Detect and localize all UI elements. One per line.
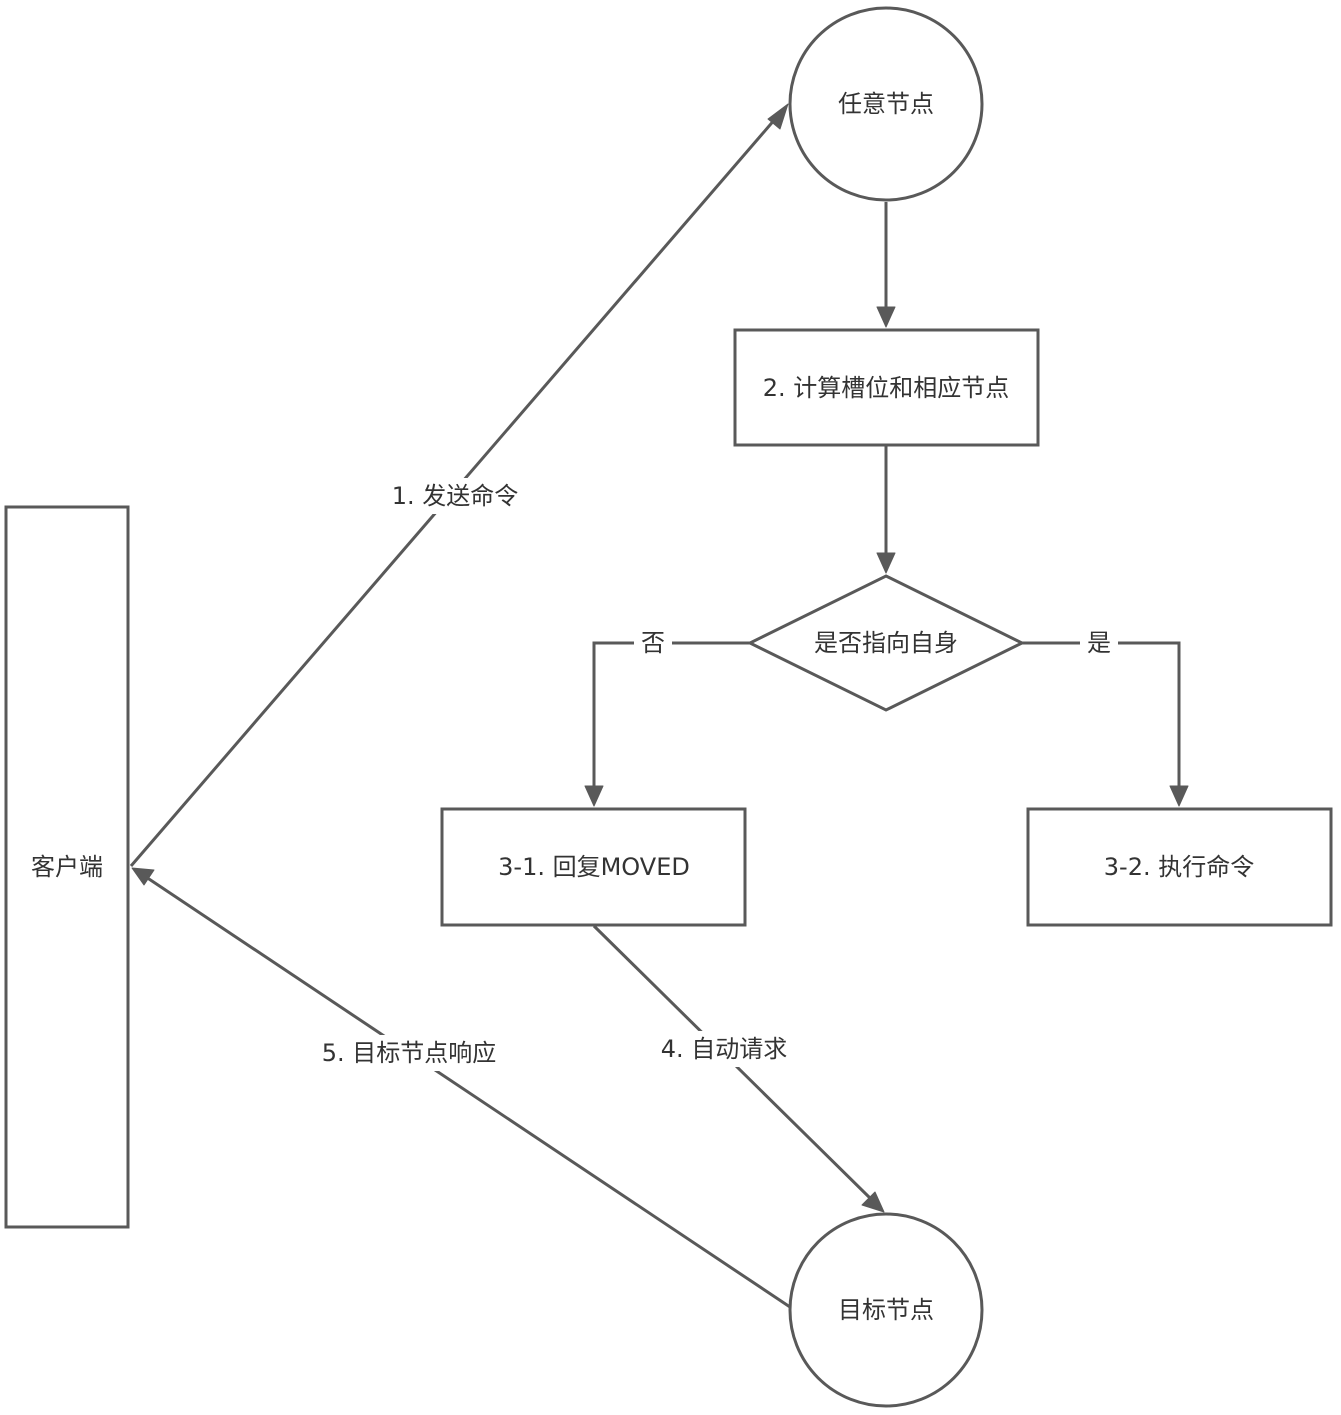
- reply-moved-node: 3-1. 回复MOVED: [440, 807, 747, 927]
- svg-text:任意节点: 任意节点: [838, 90, 934, 118]
- svg-text:目标节点: 目标节点: [838, 1296, 934, 1324]
- label-no: 否: [634, 626, 672, 660]
- edge-auto-request: [592, 924, 885, 1213]
- label-target-response: 5. 目标节点响应: [306, 1035, 512, 1071]
- svg-text:客户端: 客户端: [31, 853, 103, 881]
- arrowhead-icon: [876, 552, 896, 574]
- arrowhead-icon: [584, 785, 604, 807]
- arrowhead-icon: [131, 867, 155, 886]
- arrowhead-icon: [861, 1191, 885, 1213]
- svg-text:1. 发送命令: 1. 发送命令: [392, 482, 519, 510]
- execute-command-node: 3-2. 执行命令: [1026, 807, 1333, 927]
- decision-node: 是否指向自身: [746, 574, 1026, 712]
- label-yes: 是: [1080, 626, 1118, 660]
- edge-node-to-compute: [876, 202, 896, 328]
- label-send-command: 1. 发送命令: [380, 478, 530, 514]
- client-node: 客户端: [4, 505, 130, 1229]
- edge-decision-no: [584, 641, 750, 807]
- edge-compute-to-decision: [876, 446, 896, 574]
- label-auto-request: 4. 自动请求: [648, 1031, 800, 1067]
- svg-text:是否指向自身: 是否指向自身: [814, 629, 958, 657]
- svg-text:5. 目标节点响应: 5. 目标节点响应: [322, 1039, 497, 1067]
- arrowhead-icon: [876, 306, 896, 328]
- svg-text:2. 计算槽位和相应节点: 2. 计算槽位和相应节点: [763, 374, 1010, 402]
- svg-text:4. 自动请求: 4. 自动请求: [661, 1035, 788, 1063]
- target-node: 目标节点: [788, 1212, 984, 1408]
- edge-decision-yes: [1022, 641, 1189, 807]
- compute-slot-node: 2. 计算槽位和相应节点: [733, 328, 1040, 447]
- arrowhead-icon: [1169, 785, 1189, 807]
- svg-text:3-1. 回复MOVED: 3-1. 回复MOVED: [498, 853, 690, 881]
- edge-target-response: [131, 867, 791, 1309]
- svg-text:是: 是: [1087, 629, 1111, 657]
- arrowhead-icon: [767, 103, 789, 130]
- any-node: 任意节点: [788, 6, 984, 202]
- svg-text:否: 否: [641, 629, 665, 657]
- svg-text:3-2. 执行命令: 3-2. 执行命令: [1104, 853, 1254, 881]
